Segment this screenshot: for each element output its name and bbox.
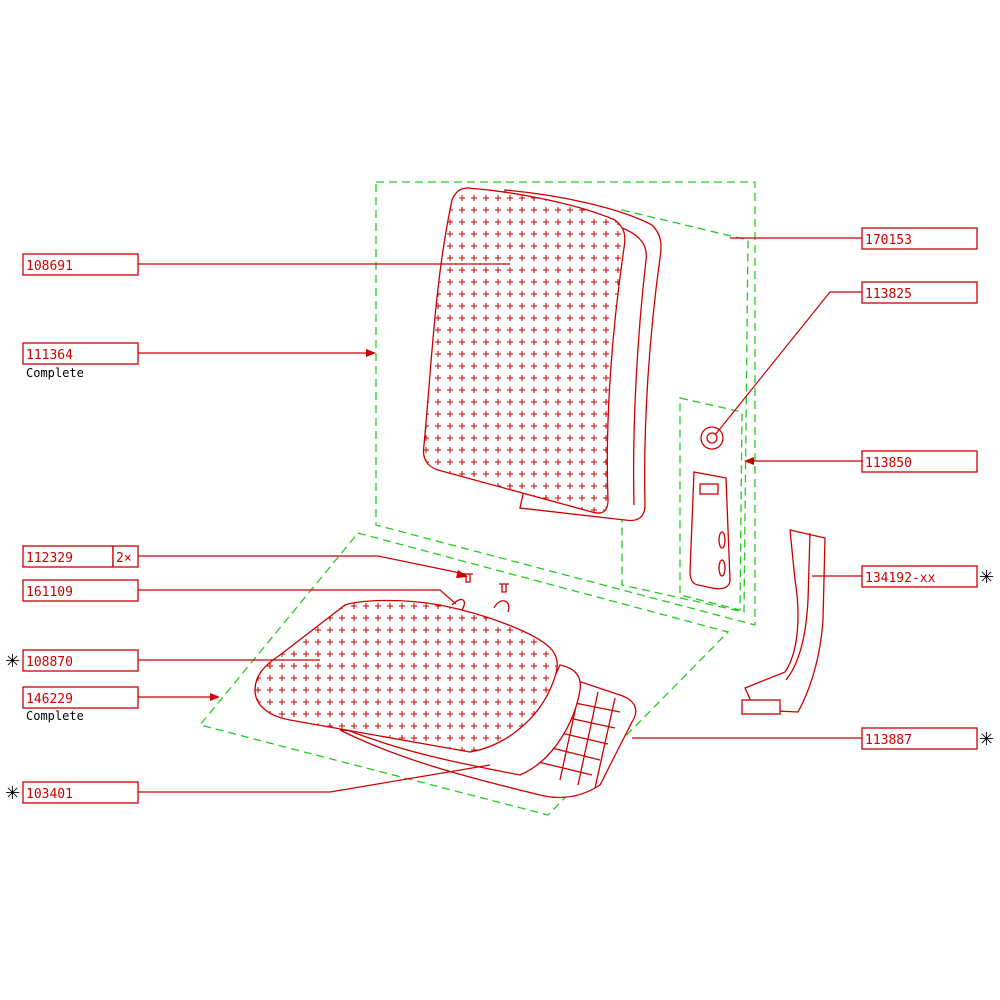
callout-103401: ✳ 103401 xyxy=(5,781,139,804)
part-number-103401: 103401 xyxy=(26,787,73,802)
arrow-113850 xyxy=(744,457,754,465)
part-number-108691: 108691 xyxy=(26,259,73,274)
note-111364: Complete xyxy=(26,366,84,380)
callout-113887: 113887 ✳ xyxy=(861,727,994,750)
callout-170153: 170153 xyxy=(861,227,978,250)
bracket-hole-2 xyxy=(718,559,726,577)
arrow-146229 xyxy=(210,693,220,701)
support-arm-body xyxy=(744,529,826,713)
seat-cushion-texture xyxy=(255,600,558,752)
part-number-170153: 170153 xyxy=(865,233,912,248)
callout-134192: 134192-xx ✳ xyxy=(861,565,994,588)
part-number-113825: 113825 xyxy=(865,287,912,302)
marker-103401: ✳ xyxy=(5,783,20,804)
callout-161109: 161109 xyxy=(22,579,139,602)
callout-111364: 111364 Complete xyxy=(22,342,139,380)
callout-146229: 146229 Complete xyxy=(22,686,139,723)
part-number-112329: 112329 xyxy=(26,551,73,566)
support-arm xyxy=(741,529,826,715)
seat-assembly xyxy=(254,599,637,799)
arrow-112329 xyxy=(456,570,468,578)
quantity-112329: 2× xyxy=(116,551,132,566)
backrest-assembly xyxy=(422,187,662,522)
leader-113825 xyxy=(714,291,862,436)
leader-161109 xyxy=(138,589,457,605)
clip-2 xyxy=(493,600,510,613)
backrest-cushion-texture xyxy=(423,188,625,514)
bracket-group-outline xyxy=(679,397,743,611)
callout-108691: 108691 xyxy=(22,253,139,276)
seat-group-outline xyxy=(198,532,730,816)
height-bracket xyxy=(689,471,731,590)
part-number-146229: 146229 xyxy=(26,692,73,707)
support-arm-edge xyxy=(785,532,811,681)
part-number-113850: 113850 xyxy=(865,456,912,471)
part-number-134192: 134192-xx xyxy=(865,571,936,586)
screws xyxy=(451,573,510,613)
marker-134192: ✳ xyxy=(979,567,994,588)
bracket-hole-1 xyxy=(718,531,726,549)
group-outlines xyxy=(198,181,756,816)
arrow-111364 xyxy=(366,349,376,357)
leader-112329 xyxy=(138,555,466,575)
marker-113887: ✳ xyxy=(979,729,994,750)
part-number-113887: 113887 xyxy=(865,733,912,748)
back-shell-group-outline xyxy=(621,209,749,613)
leader-lines xyxy=(138,237,862,793)
callout-113850: 113850 xyxy=(861,450,978,473)
support-arm-foot xyxy=(741,699,781,715)
part-number-161109: 161109 xyxy=(26,585,73,600)
adjustment-knob xyxy=(700,426,724,450)
leader-103401 xyxy=(138,764,491,793)
mechanism-parts xyxy=(689,426,731,590)
marker-108870: ✳ xyxy=(5,651,20,672)
backrest-shell-inner-edge xyxy=(621,227,647,506)
screw-2 xyxy=(499,583,509,593)
bracket-slot-top xyxy=(699,483,719,495)
adjustment-knob-center xyxy=(706,432,718,444)
callout-112329: 112329 2× xyxy=(22,545,139,568)
note-146229: Complete xyxy=(26,709,84,723)
seat-shell-ribs-1 xyxy=(529,699,621,776)
part-number-108870: 108870 xyxy=(26,655,73,670)
callout-113825: 113825 xyxy=(861,281,978,304)
callout-108870: ✳ 108870 xyxy=(5,649,139,672)
backrest-group-outline xyxy=(375,181,756,626)
part-number-111364: 111364 xyxy=(26,348,73,363)
